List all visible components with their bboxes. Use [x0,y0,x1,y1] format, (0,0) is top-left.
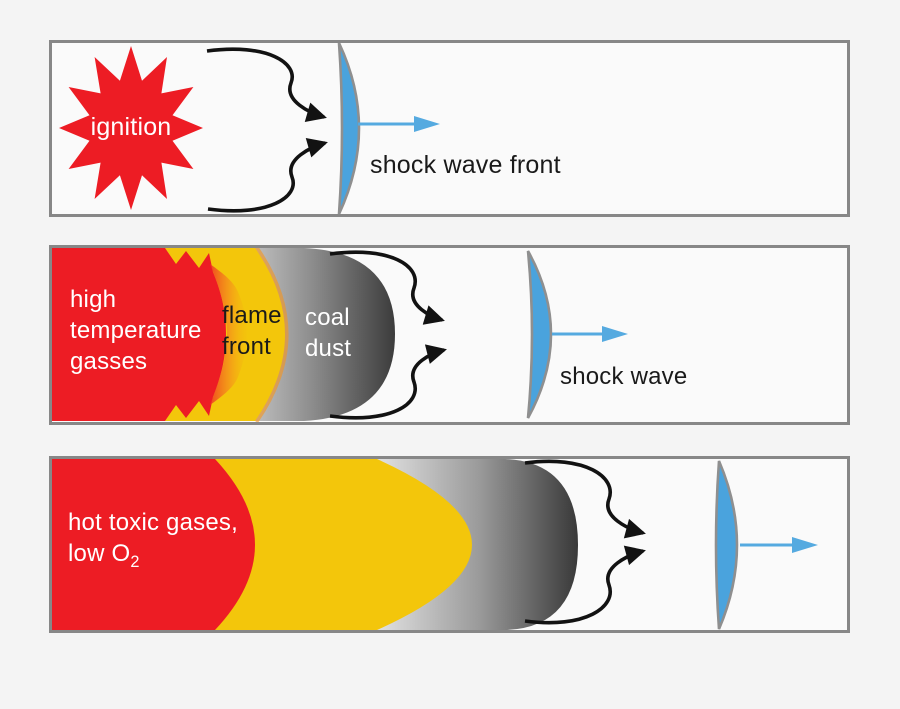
panel-flame-propagation-stage [49,245,850,425]
flow-arrow-bottom-icon [329,344,447,420]
label-line: high [70,286,117,313]
label-line: coal [305,304,350,331]
high-temperature-gasses-label: high temperature gasses [70,284,202,377]
hot-gas-region [52,248,226,421]
coal-dust-label: coal dust [305,302,351,364]
panel-ignition-graphics [59,43,440,214]
flame-front-label: flame front [222,300,282,362]
flow-arrow-top-icon [329,250,445,325]
panel-flame-graphics [52,248,628,422]
hot-toxic-gases-label: hot toxic gases, low O2 [68,507,238,571]
shock-front-lens-icon [714,460,739,630]
label-line: gasses [70,348,148,375]
label-line-text: low O [68,540,131,567]
shock-wave-label: shock wave [560,363,688,390]
shock-direction-arrow-icon [358,116,440,132]
hot-gas-region [52,459,255,630]
flow-arrow-bottom-icon [207,138,328,213]
panel-detonation-stage [49,456,850,633]
shock-direction-arrow-icon [740,537,818,553]
label-line: dust [305,335,352,362]
label-line: temperature [70,317,202,344]
shock-front-lens-icon [526,250,553,419]
label-line: low O2 [68,538,238,571]
label-line: flame [222,302,282,329]
panel-detonation-graphics [52,459,818,630]
shock-wave-front-label: shock wave front [370,151,561,179]
shock-front-lens-icon [337,43,361,214]
label-line: front [222,333,272,360]
panel-ignition-stage [49,40,850,217]
ignition-starburst-icon [59,46,203,210]
flow-arrow-bottom-icon [524,545,646,625]
label-line: hot toxic gases, [68,509,238,536]
red-yellow-fade [210,264,247,405]
oxygen-subscript: 2 [130,552,140,571]
flow-arrow-top-icon [206,47,327,122]
flow-arrow-top-icon [524,459,646,539]
shock-direction-arrow-icon [552,326,628,342]
ignition-label: ignition [90,113,172,141]
